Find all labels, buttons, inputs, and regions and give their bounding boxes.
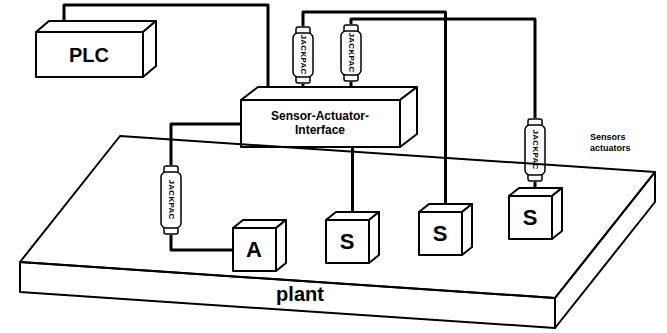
cube-front-face <box>241 100 400 147</box>
jackpac-body <box>161 172 181 228</box>
note-label: Sensors actuators <box>590 132 650 154</box>
jackpac-label: JACKPAC <box>166 180 175 220</box>
cube-front-face <box>36 32 143 77</box>
cable-line <box>350 82 353 86</box>
cable-line <box>171 235 232 250</box>
cube-side-face <box>143 21 156 77</box>
actuator-box: A <box>232 219 287 272</box>
cable-line <box>171 124 240 165</box>
box-label: A <box>246 237 262 262</box>
jackpac-body <box>525 125 545 175</box>
box-label: S <box>433 221 448 246</box>
box-label: PLC <box>69 44 109 67</box>
cube-top-face <box>36 21 156 32</box>
cube-top-face <box>241 87 417 100</box>
cube-side-face <box>552 188 562 239</box>
plant-front-face <box>20 262 555 328</box>
cable-line <box>302 84 305 86</box>
jackpac-body <box>293 33 313 77</box>
cube-front-face <box>419 212 462 255</box>
sensor-box: S <box>325 211 380 264</box>
sensor-box: S <box>508 187 563 240</box>
plant-label: plant <box>276 283 324 306</box>
jackpac-label: JACKPAC <box>298 35 307 75</box>
cube-side-face <box>276 220 286 271</box>
cube-front-face <box>509 196 552 239</box>
cube-front-face <box>233 228 276 271</box>
jackpac-connector: JACKPAC <box>160 165 182 235</box>
sensor-box: S <box>418 203 473 256</box>
jackpac-body <box>341 31 361 75</box>
cube-side-face <box>462 204 472 255</box>
plant-top-face <box>20 136 655 298</box>
interface-box: Sensor-Actuator-Interface <box>240 86 418 148</box>
box-label: S <box>340 229 355 254</box>
cable-line <box>534 182 537 187</box>
cable-line <box>351 148 354 211</box>
cube-side-face <box>400 87 417 147</box>
jackpac-label: JACKPAC <box>346 33 355 73</box>
jackpac-connector: JACKPAC <box>524 118 546 182</box>
box-label: S <box>523 205 538 230</box>
plant-side-face <box>555 172 655 328</box>
box-label: Sensor-Actuator-Interface <box>255 110 385 138</box>
jackpac-connector: JACKPAC <box>292 26 314 84</box>
jackpac-connector: JACKPAC <box>340 24 362 82</box>
plc-box: PLC <box>35 20 157 78</box>
plant-platform: plant A S S S <box>0 120 667 333</box>
cube-front-face <box>326 220 369 263</box>
jackpac-label: JACKPAC <box>530 130 539 170</box>
cube-side-face <box>369 212 379 263</box>
